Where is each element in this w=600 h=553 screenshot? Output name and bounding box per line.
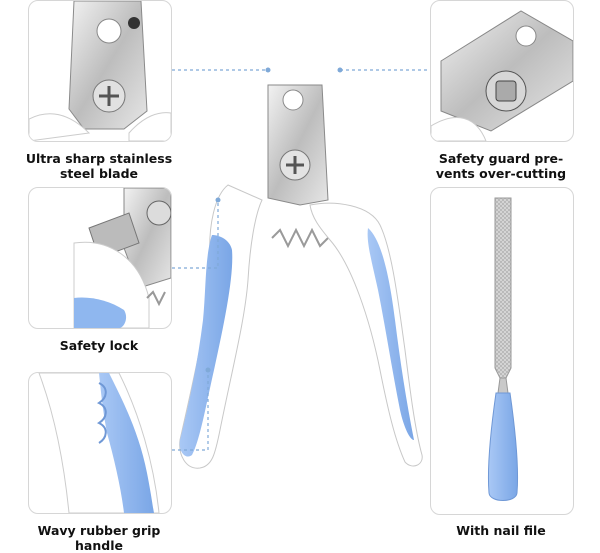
guard-caption-line2: vents over-cutting [435, 166, 567, 181]
file-caption-line1: With nail file [456, 523, 546, 538]
grip-caption: Wavy rubber grip handle [20, 523, 178, 553]
guard-caption: Safety guard pre- vents over-cutting [420, 151, 582, 181]
file-caption: With nail file [420, 523, 582, 538]
guard-closeup-image [431, 10, 573, 141]
blade-caption-line2: steel blade [59, 166, 139, 181]
nail-file-panel [430, 187, 574, 515]
blade-detail-panel [28, 0, 172, 142]
grip-detail-panel [28, 372, 172, 514]
lock-detail-panel [28, 187, 172, 329]
guard-caption-line1: Safety guard pre- [438, 151, 564, 166]
nail-file-image [487, 197, 519, 501]
blade-caption: Ultra sharp stainless steel blade [20, 151, 178, 181]
grip-closeup-image [38, 373, 160, 513]
blade-closeup-image [29, 1, 171, 141]
grip-caption-line2: handle [75, 538, 123, 553]
grip-caption-line1: Wavy rubber grip [37, 523, 161, 538]
lock-closeup-image [73, 188, 171, 328]
lock-caption: Safety lock [20, 338, 178, 353]
guard-detail-panel [430, 0, 574, 142]
blade-caption-line1: Ultra sharp stainless [25, 151, 173, 166]
lock-caption-line1: Safety lock [59, 338, 139, 353]
